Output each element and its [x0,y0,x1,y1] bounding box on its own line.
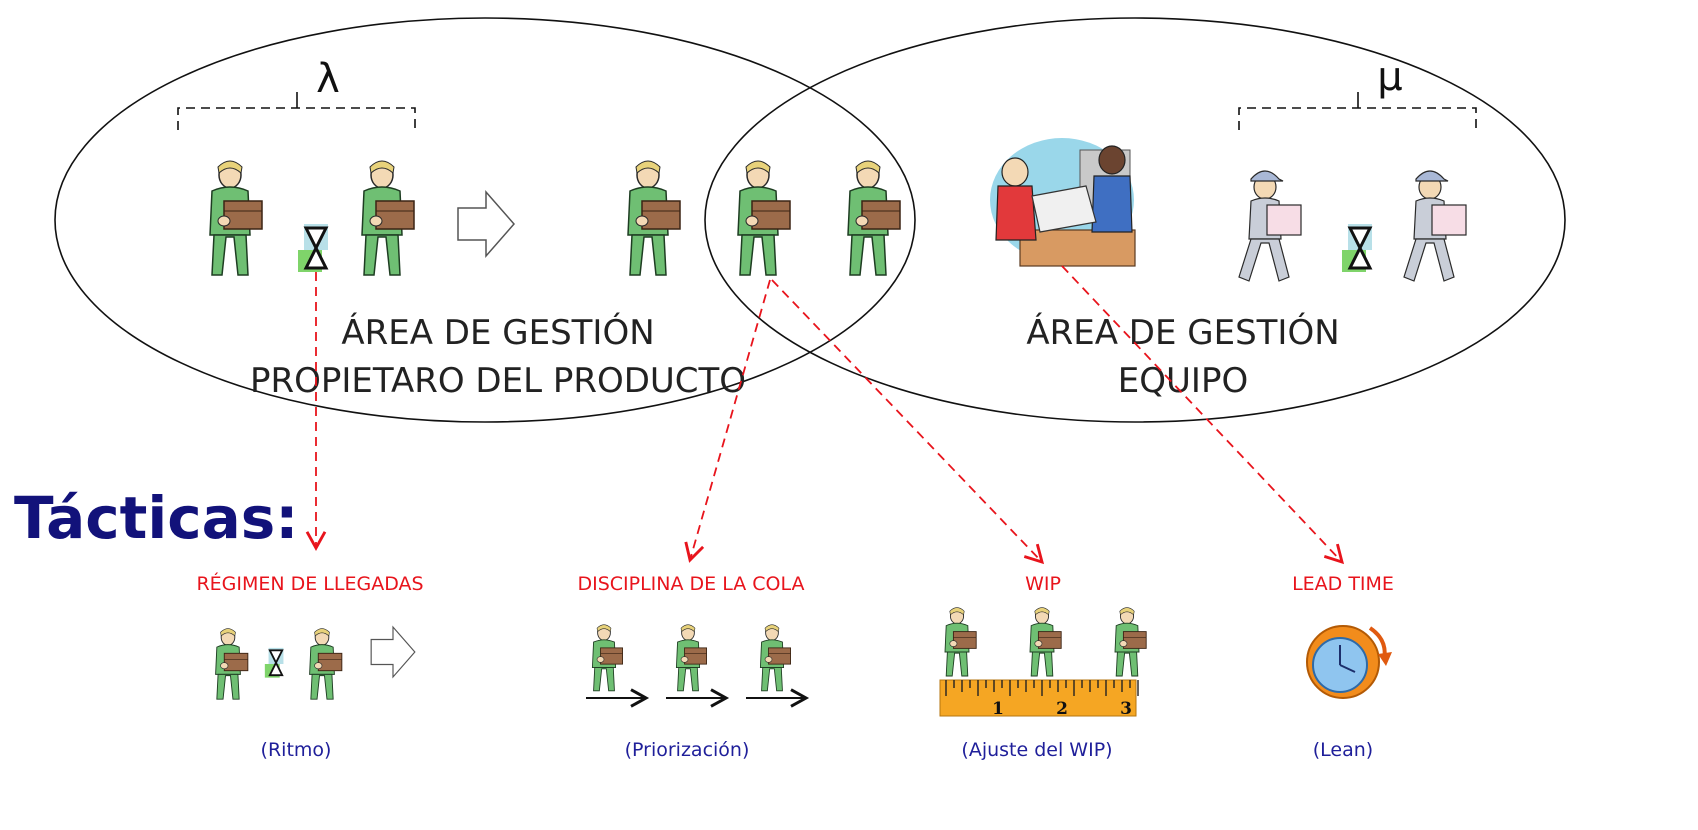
delivery-worker-icon [1238,170,1302,282]
product-owner-area-title: ÁREA DE GESTIÓN [341,312,654,353]
person-with-box-icon [737,160,791,276]
person-with-box-icon [1114,607,1147,677]
tactic-title-lead-time: LEAD TIME [1292,573,1394,595]
tactics-heading: Tácticas: [14,484,298,552]
office-workers-icon [990,138,1136,267]
hourglass-icon [263,646,285,679]
arrow-to-wip [771,279,1045,565]
person-with-box-icon [675,624,707,692]
arrow-to-lead-time [1061,265,1345,565]
product-owner-area-ellipse [54,17,916,423]
delivery-worker-icon [1403,170,1467,282]
hourglass-icon [1340,222,1374,274]
ruler-icon: 1 2 3 [939,679,1139,719]
mu-symbol: μ [1377,54,1402,100]
team-area-ellipse [704,17,1566,423]
product-owner-area-subtitle: PROPIETARO DEL PRODUCTO [250,361,746,401]
ruler-mark-2: 2 [1056,699,1068,719]
person-with-box-icon [627,160,681,276]
hollow-arrow-icon [457,191,515,257]
arrival-rate-bracket: λ [177,56,416,130]
ruler-mark-3: 3 [1120,699,1132,719]
tactic-title-wip: WIP [1025,573,1061,595]
person-with-box-icon [847,160,901,276]
ruler-mark-1: 1 [992,699,1004,719]
tactic-caption-wip: (Ajuste del WIP) [961,739,1112,761]
tactic-caption-lead-time: (Lean) [1313,739,1373,761]
tactic-title-queue-discipline: DISCIPLINA DE LA COLA [577,573,804,595]
lambda-symbol: λ [316,56,340,102]
person-with-box-icon [1029,607,1062,677]
person-with-box-icon [309,628,343,700]
team-area-subtitle: EQUIPO [1118,361,1248,401]
person-with-box-icon [944,607,977,677]
tactic-caption-arrival-regime: (Ritmo) [261,739,332,761]
tactic-title-arrival-regime: RÉGIMEN DE LLEGADAS [196,572,423,595]
person-with-box-icon [215,628,249,700]
stopwatch-icon [1306,625,1392,699]
person-with-box-icon [209,160,263,276]
person-with-box-icon [591,624,623,692]
team-area-title: ÁREA DE GESTIÓN [1026,312,1339,353]
hourglass-icon [296,222,330,274]
hollow-arrow-icon [370,626,416,678]
arrow-to-queue-discipline [684,279,771,563]
person-with-box-icon [361,160,415,276]
person-with-box-icon [759,624,791,692]
tactic-caption-queue-discipline: (Priorización) [625,739,750,761]
service-rate-bracket: μ [1238,54,1477,130]
